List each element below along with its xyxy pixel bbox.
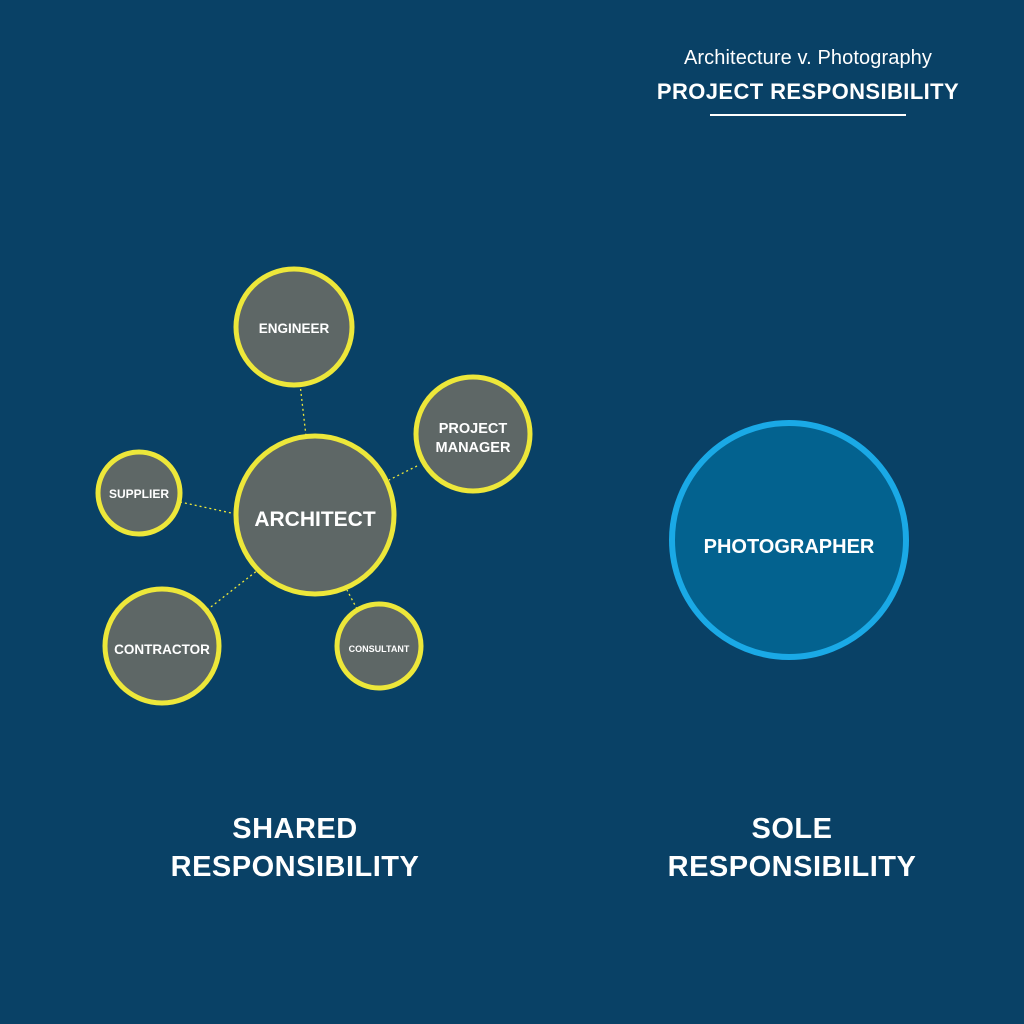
node-engineer-circle bbox=[233, 266, 355, 388]
sole-caption-line1: SOLE bbox=[751, 813, 833, 845]
connector-supplier bbox=[179, 501, 237, 515]
connector-project-manager bbox=[388, 465, 418, 481]
node-engineer-label: ENGINEER bbox=[259, 321, 330, 336]
node-supplier-circle bbox=[95, 449, 183, 537]
node-consultant-label: CONSULTANT bbox=[349, 644, 410, 654]
header-underline bbox=[710, 114, 906, 116]
node-photographer: PHOTOGRAPHER bbox=[669, 420, 909, 660]
connector-contractor bbox=[206, 569, 259, 611]
node-contractor-label: CONTRACTOR bbox=[114, 642, 210, 657]
sole-caption-line2: RESPONSIBILITY bbox=[667, 851, 917, 883]
node-architect-circle bbox=[233, 433, 397, 597]
node-contractor-circle bbox=[102, 586, 222, 706]
node-supplier-label: SUPPLIER bbox=[109, 487, 169, 501]
node-architect: ARCHITECT bbox=[233, 433, 397, 597]
node-photographer-circle bbox=[669, 420, 909, 660]
shared-caption-line2: RESPONSIBILITY bbox=[170, 851, 420, 883]
node-contractor: CONTRACTOR bbox=[102, 586, 222, 706]
node-project-manager: PROJECT MANAGER bbox=[413, 374, 533, 494]
node-project-manager-circle bbox=[413, 374, 533, 494]
node-project-manager-label-line2: MANAGER bbox=[436, 440, 511, 456]
node-architect-label: ARCHITECT bbox=[254, 508, 375, 531]
node-supplier: SUPPLIER bbox=[95, 449, 183, 537]
node-project-manager-label-line1: PROJECT bbox=[439, 421, 508, 437]
node-consultant: CONSULTANT bbox=[334, 601, 424, 691]
header-title: PROJECT RESPONSIBILITY bbox=[656, 79, 960, 104]
connector-lines bbox=[179, 383, 418, 611]
shared-responsibility-caption: SHARED RESPONSIBILITY bbox=[85, 810, 505, 886]
connector-engineer bbox=[299, 383, 307, 437]
header-subtitle: Architecture v. Photography bbox=[683, 47, 932, 69]
shared-caption-line1: SHARED bbox=[232, 813, 358, 845]
node-engineer: ENGINEER bbox=[233, 266, 355, 388]
node-photographer-label: PHOTOGRAPHER bbox=[704, 536, 875, 558]
connector-consultant bbox=[346, 589, 358, 610]
node-consultant-circle bbox=[334, 601, 424, 691]
sole-responsibility-caption: SOLE RESPONSIBILITY bbox=[582, 810, 1002, 886]
